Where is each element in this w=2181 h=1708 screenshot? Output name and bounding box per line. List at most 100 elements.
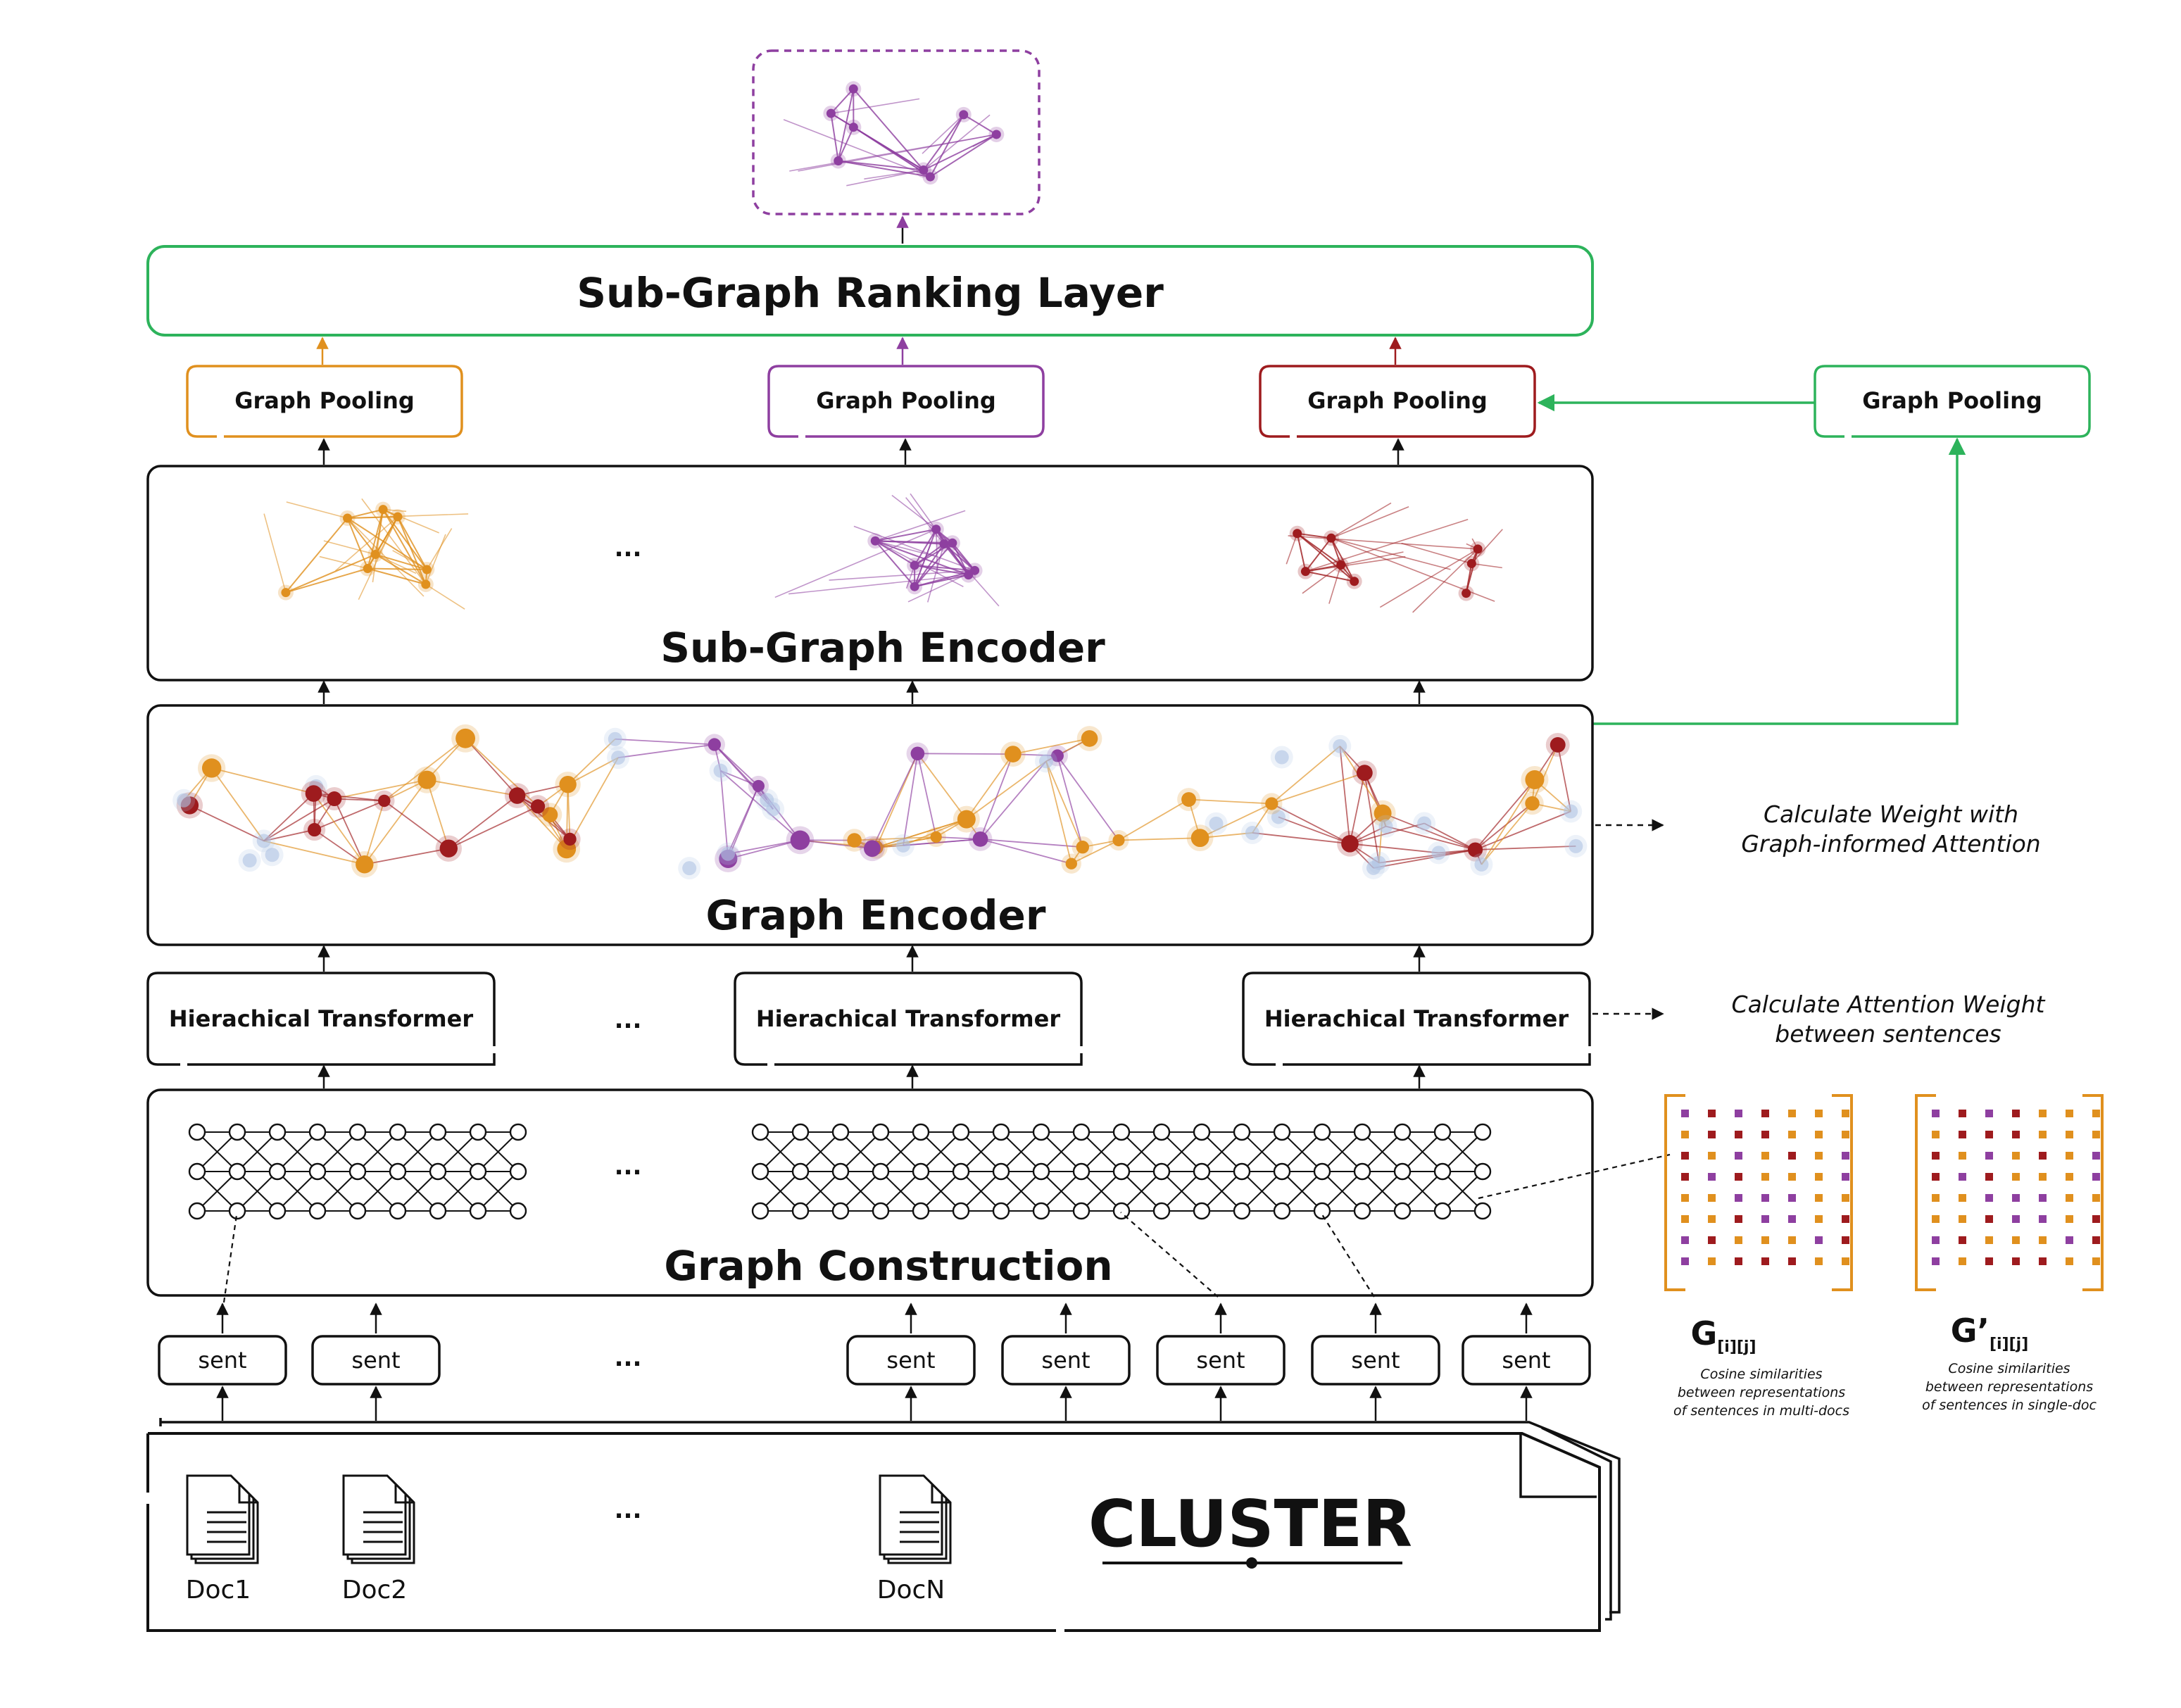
network-edge [1350,843,1439,854]
matrix-cell [1681,1215,1689,1223]
lattice-node [1393,1162,1412,1181]
network-node [1293,529,1302,539]
network-edge [1071,839,1119,865]
network-edge [615,738,715,746]
dashed-link-sent6 [1320,1212,1375,1298]
document-label: DocN [877,1576,945,1605]
lattice-node [1233,1162,1251,1181]
matrix-cell [2092,1236,2100,1244]
network-node [948,538,957,548]
network-edge [905,497,945,545]
network-node [1271,810,1286,824]
network-node [713,763,728,778]
network-edge [935,529,969,576]
network-edge [1188,798,1272,805]
lattice-node [1393,1123,1412,1141]
connector-encoder-to-global-pooling [1592,437,1966,725]
network-edge [364,848,449,865]
matrix-cell [1788,1257,1796,1265]
matrix-cell [1735,1152,1742,1160]
network-edge [448,805,539,849]
network-node [1569,839,1583,853]
network-node [790,830,810,850]
network-edge [1378,849,1476,864]
lattice-node [509,1162,527,1181]
network-node [910,746,925,761]
lattice-edge [960,1131,1002,1172]
lattice-node [1193,1162,1211,1181]
network-edge [397,516,428,570]
network-node [177,793,191,808]
matrix-cell [1815,1131,1823,1138]
matrix-cell [2092,1110,2100,1117]
transformer-note-line1: Calculate Attention Weight [1732,991,2046,1018]
matrix-cell [1932,1215,1940,1223]
document-label: Doc2 [342,1576,407,1605]
network-edge [727,786,760,855]
sentence-box-frame [1462,1335,1591,1386]
lattice-node [912,1202,930,1220]
matrix-cell [2066,1194,2073,1202]
network-edge [1531,744,1559,804]
lattice-node [1233,1123,1251,1141]
lattice-node [469,1162,487,1181]
lattice-edge [1442,1171,1483,1212]
lattice-node [348,1202,367,1220]
matrix-cell [1959,1173,1966,1181]
network-node [847,833,862,848]
lattice-node [389,1202,407,1220]
network-node [1525,770,1545,789]
lattice-edge [1362,1131,1403,1172]
lattice-node [429,1202,447,1220]
network-node [1356,765,1373,781]
network-node [1333,739,1347,753]
matrix-cell [1788,1131,1796,1138]
network-edge [830,113,839,161]
network-node [931,525,941,534]
network-edge [838,160,924,171]
matrix-cell [1761,1131,1769,1138]
lattice-edge [1362,1171,1403,1212]
lattice-node [872,1162,890,1181]
matrix-cell [1708,1152,1716,1160]
matrix-cell [1708,1257,1716,1265]
network-node [1265,797,1278,810]
network-edge [285,553,376,594]
network-edge [210,767,265,841]
hierarchical-transformer-3: Hierachical Transformer [1242,972,1591,1066]
network-edge [1474,779,1535,850]
network-edge [980,838,1072,865]
matrix-cell [2039,1173,2047,1181]
matrix-cell [1842,1194,1849,1202]
network-node [1417,816,1432,831]
network-edge [1057,755,1083,848]
matrix-cell [1985,1236,1993,1244]
matrix-cell [1681,1110,1689,1117]
lattice-node [1152,1123,1171,1141]
lattice-edge [1121,1131,1162,1172]
lattice-node [389,1162,407,1181]
matrix-symbol: G[i][j] [1690,1314,1756,1356]
lattice-node [1313,1123,1331,1141]
lattice-edge [920,1131,962,1172]
lattice-node [1072,1202,1090,1220]
network-node [1336,560,1346,570]
network-edge [1297,532,1342,566]
network-edge [285,567,368,594]
matrix-cell [1681,1257,1689,1265]
lattice-node [429,1162,447,1181]
network-node [1190,829,1209,848]
network-edge [914,529,937,566]
network-node [919,165,929,175]
network-edge [1331,502,1392,539]
network-node [848,123,858,132]
network-node [1245,825,1259,840]
network-edge [263,840,365,865]
lattice-edge [477,1131,519,1172]
lattice-node [1473,1162,1492,1181]
network-edge [1118,798,1190,841]
lattice-node [1473,1123,1492,1141]
matrix-cell [1788,1152,1796,1160]
network-node [1005,746,1022,762]
network-node [563,832,577,846]
